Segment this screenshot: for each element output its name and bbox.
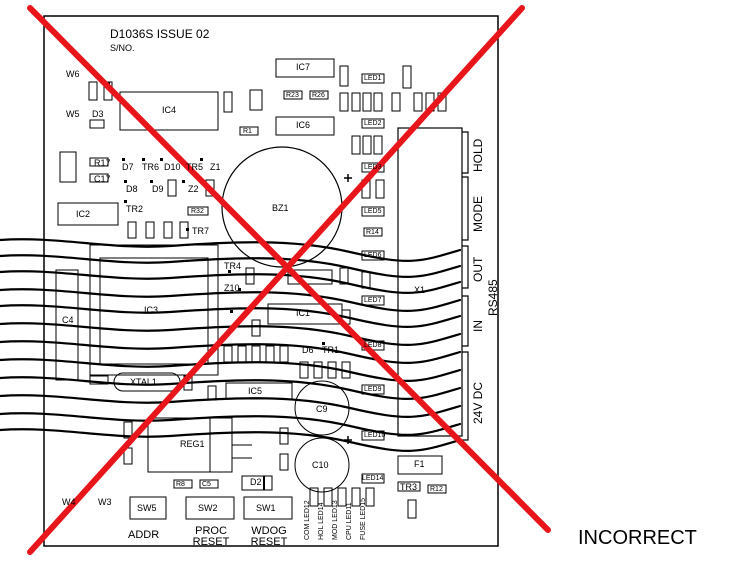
wires <box>0 238 462 452</box>
led-label-mod: MOD LED13 <box>332 500 339 540</box>
label-r14: R14 <box>366 229 379 236</box>
label-led2: LED2 <box>364 120 382 127</box>
label-led6: LED6 <box>364 252 382 259</box>
label-led5: LED5 <box>364 208 382 215</box>
switch-sw5-body <box>129 496 167 520</box>
label-ic4: IC4 <box>162 105 177 115</box>
board-serial: S/NO. <box>110 43 135 53</box>
label-z10: Z10 <box>224 283 240 293</box>
label-d8: D8 <box>126 184 138 194</box>
label-led14: LED14 <box>362 475 384 482</box>
label-ic6: IC6 <box>296 120 311 130</box>
group-in: IN <box>471 320 485 332</box>
label-d9: D9 <box>152 184 164 194</box>
label-w3: W3 <box>98 497 112 507</box>
fuse-f1 <box>397 455 443 475</box>
ic6-body <box>275 116 335 136</box>
group-hold: HOLD <box>471 138 485 172</box>
led-label-com: COM LED12 <box>304 500 311 540</box>
label-r8: R8 <box>176 481 185 488</box>
label-led1: LED1 <box>364 75 382 82</box>
label-ic7: IC7 <box>296 62 311 72</box>
board-title: D1036S ISSUE 02 <box>110 27 210 41</box>
label-d6: D6 <box>302 345 314 355</box>
label-tr3: TR3 <box>400 482 418 492</box>
group-mode: MODE <box>471 196 485 232</box>
switch-sw1-label: WDOG RESET <box>250 525 288 548</box>
label-d7: D7 <box>122 162 134 172</box>
label-tr2: TR2 <box>126 204 144 214</box>
label-ic2: IC2 <box>76 209 91 219</box>
label-f1: F1 <box>414 459 425 469</box>
label-tr6: TR6 <box>142 162 160 172</box>
switch-sw2-body <box>185 496 235 520</box>
label-c5: C5 <box>202 481 211 488</box>
cap-c10 <box>294 437 350 493</box>
label-c17: C17 <box>94 174 111 184</box>
verdict-text: INCORRECT <box>578 527 697 549</box>
label-d2: D2 <box>250 477 262 487</box>
label-ic1: IC1 <box>296 308 311 318</box>
connector-x1 <box>397 127 463 437</box>
incorrect-cross <box>27 5 551 555</box>
label-r23: R23 <box>286 92 299 99</box>
label-ic3: IC3 <box>144 305 159 315</box>
label-z1: Z1 <box>210 162 221 172</box>
switch-sw1-body <box>243 496 293 520</box>
label-tr5: TR5 <box>186 162 204 172</box>
switch-sw1[interactable]: SW1 <box>256 503 276 513</box>
label-tr7: TR7 <box>192 226 210 236</box>
label-c4: C4 <box>62 315 74 325</box>
label-led3: LED3 <box>364 164 382 171</box>
label-z2: Z2 <box>188 184 199 194</box>
diode-d2 <box>241 475 273 491</box>
switch-sw2-label: PROC RESET <box>192 525 230 548</box>
label-led8: LED8 <box>364 342 382 349</box>
label-d10: D10 <box>164 162 181 172</box>
label-xtal1: XTAL1 <box>130 377 157 387</box>
group-out: OUT <box>471 256 485 282</box>
switch-sw5-label: ADDR <box>128 529 160 541</box>
label-c10: C10 <box>312 460 329 470</box>
label-w6: W6 <box>66 69 80 79</box>
label-ic5: IC5 <box>248 386 263 396</box>
label-x1: X1 <box>414 285 426 295</box>
label-tr4: TR4 <box>224 261 242 271</box>
label-c9: C9 <box>316 404 328 414</box>
label-r26: R26 <box>312 92 325 99</box>
label-reg1: REG1 <box>180 439 205 449</box>
label-r32: R32 <box>191 208 204 215</box>
group-24vdc: 24V DC <box>471 381 485 424</box>
label-tr1: TR1 <box>322 345 340 355</box>
switch-sw2[interactable]: SW2 <box>198 503 218 513</box>
led-label-fuse: FUSE LED15 <box>360 497 367 540</box>
ic7-body <box>275 58 335 78</box>
connector-brackets <box>462 131 469 441</box>
led-label-cpu: CPU LED11 <box>346 502 353 540</box>
switch-sw5[interactable]: SW5 <box>137 503 157 513</box>
label-r17: R17 <box>94 158 111 168</box>
polarity-marks <box>344 174 352 444</box>
label-led10: LED10 <box>364 432 386 439</box>
label-bz1: BZ1 <box>272 203 289 213</box>
ic2-body <box>57 202 119 226</box>
label-led9: LED9 <box>364 386 382 393</box>
label-led7: LED7 <box>364 297 382 304</box>
label-r1: R1 <box>243 128 252 135</box>
led-label-hol: HOL LED14 <box>318 502 325 540</box>
group-rs485: RS485 <box>486 279 500 316</box>
label-r12: R12 <box>430 486 443 493</box>
label-w4: W4 <box>62 497 76 507</box>
ic4-body <box>119 91 219 131</box>
board-outline <box>43 15 499 547</box>
label-d3: D3 <box>92 109 104 119</box>
label-w5: W5 <box>66 109 80 119</box>
